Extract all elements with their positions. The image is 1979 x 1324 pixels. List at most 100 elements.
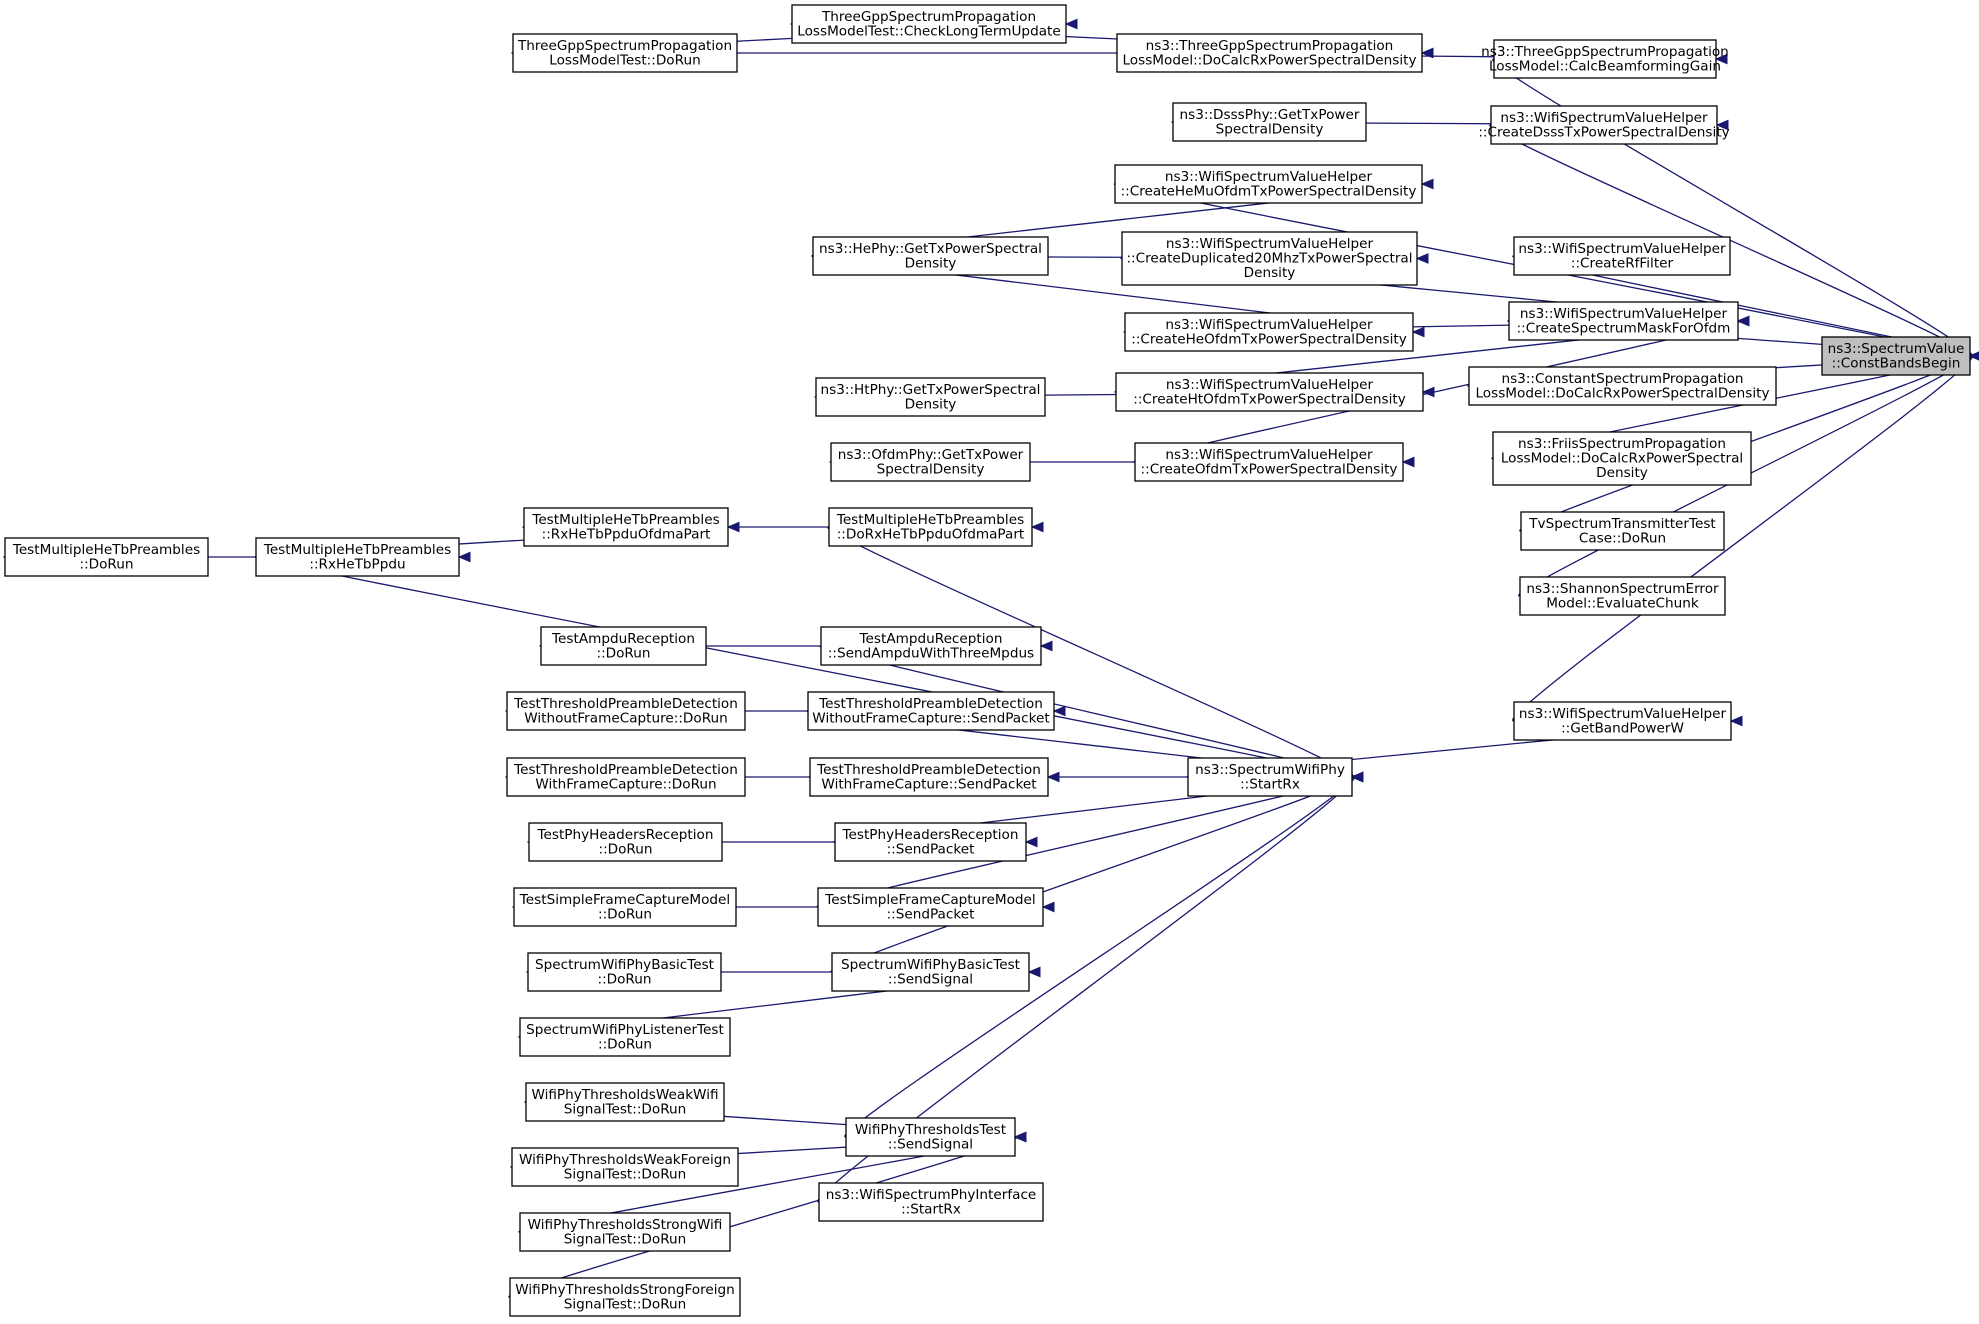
node-label-line: WifiPhyThresholdsWeakWifi (531, 1087, 718, 1103)
edge-swb-send-to-startrx (830, 777, 1354, 973)
node-box (828, 507, 1033, 547)
node-label-line: ::CreateHeMuOfdmTxPowerSpectralDensity (1121, 183, 1417, 199)
node-hemu[interactable]: ns3::WifiSpectrumValueHelper::CreateHeMu… (1114, 164, 1423, 204)
node-ofdm-helper[interactable]: ns3::WifiSpectrumValueHelper::CreateOfdm… (1134, 442, 1404, 482)
node-box (1115, 372, 1424, 412)
node-wpt-send[interactable]: WifiPhyThresholdsTest::SendSignal (845, 1117, 1016, 1157)
node-label-line: WithoutFrameCapture::SendPacket (812, 710, 1049, 726)
node-label-line: ns3::DsssPhy::GetTxPower (1180, 107, 1360, 123)
node-label-line: ::SendAmpduWithThreeMpdus (828, 645, 1034, 661)
node-label-line: ::SendPacket (887, 841, 975, 857)
node-box (1493, 39, 1717, 79)
node-rx-ofdma[interactable]: TestMultipleHeTbPreambles::RxHeTbPpduOfd… (523, 507, 729, 547)
node-label-line: SignalTest::DoRun (564, 1101, 687, 1117)
node-label-line: ns3::WifiSpectrumValueHelper (1165, 317, 1373, 333)
node-label-line: TestMultipleHeTbPreambles (12, 542, 200, 558)
node-root[interactable]: ns3::SpectrumValue::ConstBandsBegin (1821, 336, 1971, 376)
node-box (817, 887, 1044, 927)
node-label-line: ns3::HePhy::GetTxPowerSpectral (819, 241, 1042, 257)
node-box (1124, 312, 1414, 352)
node-box (791, 4, 1067, 44)
node-label-line: ::DoRun (597, 971, 651, 987)
node-label-line: WithFrameCapture::DoRun (535, 776, 716, 792)
node-label-line: ::CreateDuplicated20MhzTxPowerSpectral (1126, 251, 1412, 267)
node-label-line: ::DoRun (598, 906, 652, 922)
node-startrx[interactable]: ns3::SpectrumWifiPhy::StartRx (1187, 757, 1353, 797)
node-label-line: ::DoRxHeTbPpduOfdmaPart (837, 526, 1025, 542)
node-tpd-wo-send[interactable]: TestThresholdPreambleDetectionWithoutFra… (807, 691, 1055, 731)
node-swb-send[interactable]: SpectrumWifiPhyBasicTest::SendSignal (831, 952, 1030, 992)
node-const-loss[interactable]: ns3::ConstantSpectrumPropagationLossMode… (1468, 366, 1777, 406)
node-ampdu-send[interactable]: TestAmpduReception::SendAmpduWithThreeMp… (820, 626, 1042, 666)
node-label-line: ::DoRun (79, 556, 133, 572)
node-dup20[interactable]: ns3::WifiSpectrumValueHelper::CreateDupl… (1121, 231, 1418, 286)
node-heofdm[interactable]: ns3::WifiSpectrumValueHelper::CreateHeOf… (1124, 312, 1414, 352)
node-sfc-send[interactable]: TestSimpleFrameCaptureModel::SendPacket (817, 887, 1044, 927)
node-label-line: Density (1244, 265, 1296, 281)
node-label-line: TestSimpleFrameCaptureModel (519, 892, 730, 908)
node-label-line: TestMultipleHeTbPreambles (263, 542, 451, 558)
node-sf-dorun[interactable]: WifiPhyThresholdsStrongForeignSignalTest… (509, 1277, 741, 1317)
node-box (519, 1017, 731, 1057)
node-label-line: LossModel::DoCalcRxPowerSpectralDensity (1122, 52, 1416, 68)
node-dorx-ofdma[interactable]: TestMultipleHeTbPreambles::DoRxHeTbPpduO… (828, 507, 1033, 547)
node-tgpp-beam[interactable]: ns3::ThreeGppSpectrumPropagationLossMode… (1481, 39, 1729, 79)
node-rxhetb[interactable]: TestMultipleHeTbPreambles::RxHeTbPpdu (255, 537, 460, 577)
node-mhetb-dorun[interactable]: TestMultipleHeTbPreambles::DoRun (4, 537, 209, 577)
node-mask[interactable]: ns3::WifiSpectrumValueHelper::CreateSpec… (1508, 301, 1739, 341)
node-ampdu-dorun[interactable]: TestAmpduReception::DoRun (540, 626, 707, 666)
node-label-line: ::SendPacket (887, 906, 975, 922)
node-label-line: TestPhyHeadersReception (537, 827, 714, 843)
node-label-line: TestMultipleHeTbPreambles (836, 512, 1024, 528)
node-box (1490, 105, 1718, 145)
node-box (527, 952, 722, 992)
node-label-line: ::CreateRfFilter (1571, 255, 1674, 271)
node-label-line: ns3::SpectrumWifiPhy (1195, 762, 1345, 778)
node-sw-dorun[interactable]: WifiPhyThresholdsStrongWifiSignalTest::D… (519, 1212, 731, 1252)
nodes-layer: ns3::SpectrumValue::ConstBandsBeginns3::… (4, 4, 1971, 1317)
node-shannon[interactable]: ns3::ShannonSpectrumErrorModel::Evaluate… (1519, 576, 1726, 616)
node-box (1468, 366, 1777, 406)
node-tgpp-docalc[interactable]: ns3::ThreeGppSpectrumPropagationLossMode… (1116, 33, 1423, 73)
node-box (1121, 231, 1418, 286)
node-phr-dorun[interactable]: TestPhyHeadersReception::DoRun (528, 822, 723, 862)
node-label-line: WifiPhyThresholdsStrongWifi (528, 1217, 723, 1233)
node-friis[interactable]: ns3::FriisSpectrumPropagationLossModel::… (1492, 431, 1752, 486)
node-htofdm[interactable]: ns3::WifiSpectrumValueHelper::CreateHtOf… (1115, 372, 1424, 412)
node-phr-send[interactable]: TestPhyHeadersReception::SendPacket (834, 822, 1027, 862)
node-tpd-w-send[interactable]: TestThresholdPreambleDetectionWithFrameC… (809, 757, 1049, 797)
node-label-line: TestThresholdPreambleDetection (818, 696, 1043, 712)
node-label-line: TestAmpduReception (859, 631, 1003, 647)
node-ww-dorun[interactable]: WifiPhyThresholdsWeakWifiSignalTest::DoR… (525, 1082, 725, 1122)
node-label-line: ThreeGppSpectrumPropagation (821, 9, 1036, 25)
node-box (525, 1082, 725, 1122)
node-tgpp-check[interactable]: ThreeGppSpectrumPropagationLossModelTest… (791, 4, 1067, 44)
node-rffilter[interactable]: ns3::WifiSpectrumValueHelper::CreateRfFi… (1513, 236, 1731, 276)
node-label-line: Model::EvaluateChunk (1546, 595, 1699, 611)
node-dsss-helper[interactable]: ns3::WifiSpectrumValueHelper::CreateDsss… (1478, 105, 1730, 145)
node-label-line: WithFrameCapture::SendPacket (821, 776, 1036, 792)
node-label-line: ns3::WifiSpectrumValueHelper (1518, 241, 1726, 257)
node-swl-dorun[interactable]: SpectrumWifiPhyListenerTest::DoRun (519, 1017, 731, 1057)
node-swb-dorun[interactable]: SpectrumWifiPhyBasicTest::DoRun (527, 952, 722, 992)
node-label-line: ns3::WifiSpectrumPhyInterface (826, 1187, 1037, 1203)
node-label-line: ::SendSignal (888, 1136, 973, 1152)
node-box (815, 377, 1046, 417)
node-wspi-startrx[interactable]: ns3::WifiSpectrumPhyInterface::StartRx (818, 1182, 1044, 1222)
node-label-line: Case::DoRun (1579, 530, 1666, 546)
node-wf-dorun[interactable]: WifiPhyThresholdsWeakForeignSignalTest::… (511, 1147, 739, 1187)
node-label-line: ::RxHeTbPpdu (309, 556, 405, 572)
node-box (519, 1212, 731, 1252)
node-sfc-dorun[interactable]: TestSimpleFrameCaptureModel::DoRun (513, 887, 737, 927)
node-label-line: ::StartRx (1240, 776, 1300, 792)
node-tgpp-dorun[interactable]: ThreeGppSpectrumPropagationLossModelTest… (512, 33, 738, 73)
node-label-line: ::StartRx (901, 1201, 961, 1217)
node-bandpower[interactable]: ns3::WifiSpectrumValueHelper::GetBandPow… (1513, 701, 1732, 741)
node-tpd-wo-dorun[interactable]: TestThresholdPreambleDetectionWithoutFra… (506, 691, 746, 731)
node-tpd-w-dorun[interactable]: TestThresholdPreambleDetectionWithFrameC… (506, 757, 746, 797)
